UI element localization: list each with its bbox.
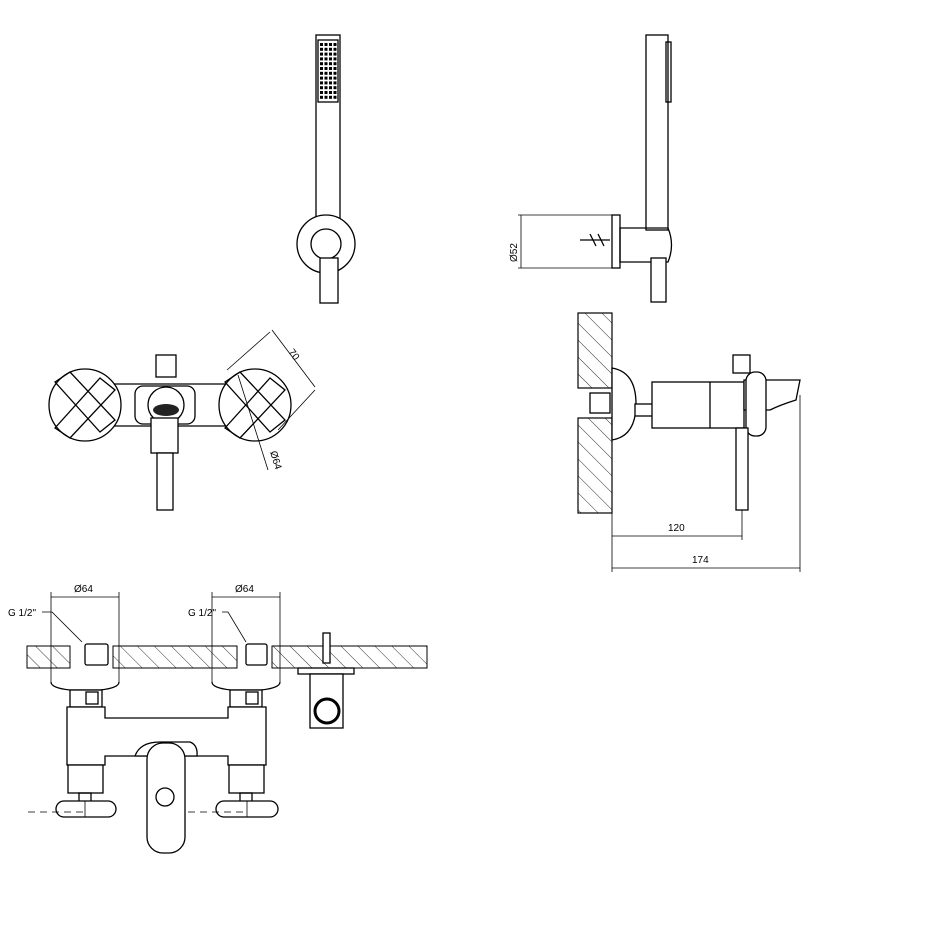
spray-nozzle-dot [320, 47, 323, 51]
mixer-side-view: 120 174 [577, 312, 801, 572]
spray-nozzle-dot [324, 76, 328, 80]
spray-nozzle-dot [324, 81, 328, 85]
spray-nozzle-dot [333, 47, 337, 51]
spray-nozzle-dot [329, 95, 332, 99]
dim-depth-70: 70 [286, 347, 302, 363]
mixer-front-view: 70 Ø64 [48, 329, 316, 511]
spray-nozzle-dot [333, 57, 337, 61]
spray-nozzle-dot [320, 62, 323, 66]
spray-nozzle-dot [320, 71, 323, 75]
mixer-installation-view: Ø64 Ø64 G 1/2" G 1/2" [8, 584, 428, 854]
spray-nozzle-dot [333, 95, 337, 99]
spray-nozzle-dot [329, 62, 332, 66]
spray-nozzle-dot [329, 52, 332, 56]
hand-shower-side-view: Ø52 [509, 34, 673, 303]
spray-nozzle-dot [333, 81, 337, 85]
spray-nozzle-dot [329, 86, 332, 90]
spray-nozzle-dot [324, 43, 328, 46]
spray-nozzle-dot [333, 71, 337, 75]
spray-nozzle-dot [329, 57, 332, 61]
thread-left-label: G 1/2" [8, 608, 36, 619]
spray-nozzle-dot [329, 43, 332, 46]
spray-nozzle-dot [329, 47, 332, 51]
spray-nozzle-dot [333, 43, 337, 46]
spray-nozzle-dot [320, 91, 323, 94]
spray-nozzle-dot [324, 86, 328, 90]
spray-nozzle-dot [333, 86, 337, 90]
dim-right-diameter-64: Ø64 [235, 584, 254, 595]
spray-nozzle-dot [320, 81, 323, 85]
spray-nozzle-dot [333, 76, 337, 80]
dim-174: 174 [692, 555, 709, 566]
spray-nozzle-dot [333, 62, 337, 66]
spray-nozzle-dot [333, 91, 337, 94]
spray-nozzle-dot [329, 67, 332, 70]
spray-nozzle-dot [329, 76, 332, 80]
spray-nozzle-dot [320, 86, 323, 90]
spray-nozzle-dot [324, 57, 328, 61]
spray-nozzle-dot [320, 76, 323, 80]
spray-nozzle-dot [324, 62, 328, 66]
spray-nozzle-dot [333, 52, 337, 56]
spray-nozzle-dot [320, 95, 323, 99]
spray-nozzle-dot [333, 67, 337, 70]
dim-diameter-52: Ø52 [509, 243, 520, 262]
spray-nozzle-dot [324, 67, 328, 70]
dim-left-diameter-64: Ø64 [74, 584, 93, 595]
spray-nozzle-dot [320, 67, 323, 70]
hand-shower-front-view [296, 34, 356, 304]
dim-diameter-64: Ø64 [267, 450, 283, 472]
spray-nozzle-dot [324, 71, 328, 75]
spray-nozzle-dot [329, 91, 332, 94]
spray-nozzle-dot [324, 47, 328, 51]
spray-nozzle-dot [320, 43, 323, 46]
thread-right-label: G 1/2" [188, 608, 216, 619]
dim-120: 120 [668, 523, 685, 534]
spray-nozzle-dot [320, 52, 323, 56]
spray-nozzle-dot [324, 95, 328, 99]
spray-nozzle-dot [324, 52, 328, 56]
spray-nozzle-dot [329, 81, 332, 85]
spray-nozzle-dot [320, 57, 323, 61]
spray-nozzle-dot [329, 71, 332, 75]
spray-nozzle-dot [324, 91, 328, 94]
